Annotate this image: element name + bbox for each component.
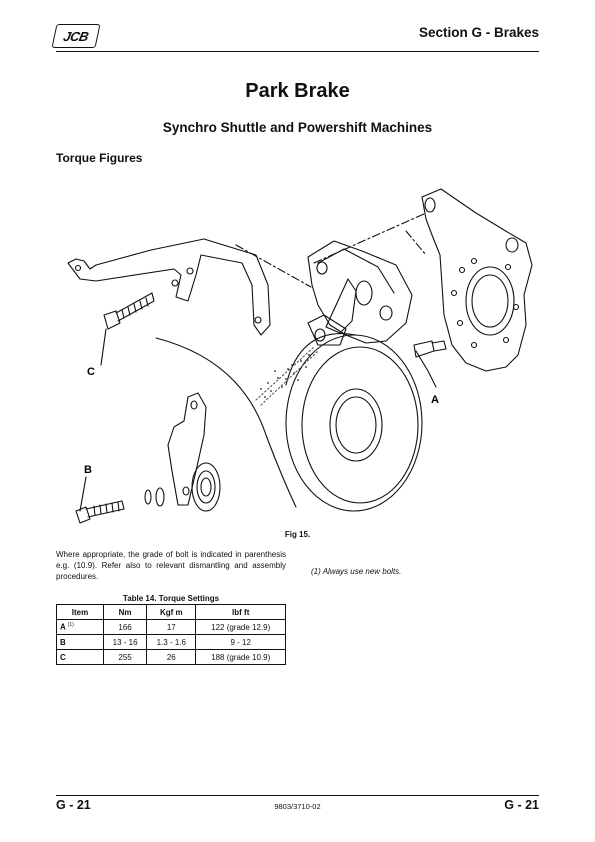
document-number: 9803/3710-02 <box>274 802 321 811</box>
item-label: C <box>60 652 66 662</box>
lbfft-cell: 188 (grade 10.9) <box>195 649 286 665</box>
brake-disc <box>285 333 423 512</box>
bolt-b <box>75 476 125 524</box>
bolt-c <box>100 292 155 366</box>
footnote-ref: (1) <box>67 622 74 629</box>
nm-cell: 255 <box>102 649 148 665</box>
page-number-right: G - 21 <box>504 798 539 812</box>
footer-rule <box>56 795 539 796</box>
row-item-cell: B <box>56 634 104 650</box>
torque-settings-table: Item Nm Kgf m lbf ft A (1) 166 17 122 (g… <box>56 604 286 665</box>
section-heading: Torque Figures <box>56 151 143 165</box>
table-caption: Table 14. Torque Settings <box>122 594 220 603</box>
logo-text: JCB <box>62 28 90 44</box>
bolt-grade-note: Where appropriate, the grade of bolt is … <box>56 550 286 581</box>
table-header-row: Item Nm Kgf m lbf ft <box>56 604 286 620</box>
footnote: (1) Always use new bolts. <box>311 567 402 576</box>
item-label: B <box>60 637 66 647</box>
column-header-kgfm: Kgf m <box>146 604 197 620</box>
section-title: Section G - Brakes <box>418 25 539 40</box>
column-header-item: Item <box>56 604 104 620</box>
row-item-cell: A (1) <box>56 619 104 635</box>
header-rule <box>56 51 539 52</box>
kgfm-cell: 1.3 - 1.6 <box>146 634 197 650</box>
brake-caliper <box>307 240 413 346</box>
upper-bracket <box>67 238 271 336</box>
page-subtitle: Synchro Shuttle and Powershift Machines <box>162 120 433 135</box>
lever-assembly <box>144 392 221 512</box>
nm-cell: 166 <box>102 619 148 635</box>
mounting-plate <box>421 188 533 372</box>
park-brake-diagram: C A B <box>67 188 533 524</box>
figure-caption: Fig 15. <box>284 530 311 539</box>
column-header-lbfft: lbf ft <box>195 604 286 620</box>
housing-arc <box>155 337 297 508</box>
jcb-logo: JCB <box>51 24 101 48</box>
row-item-cell: C <box>56 649 104 665</box>
item-label: A <box>60 622 66 632</box>
lbfft-cell: 122 (grade 12.9) <box>195 619 286 635</box>
table-row: B 13 - 16 1.3 - 1.6 9 - 12 <box>56 634 286 650</box>
nm-cell: 13 - 16 <box>102 634 148 650</box>
table-row: C 255 26 188 (grade 10.9) <box>56 649 286 665</box>
kgfm-cell: 17 <box>146 619 197 635</box>
kgfm-cell: 26 <box>146 649 197 665</box>
table-row: A (1) 166 17 122 (grade 12.9) <box>56 619 286 635</box>
page-number-left: G - 21 <box>56 798 91 812</box>
bolt-a <box>413 340 447 388</box>
lbfft-cell: 9 - 12 <box>195 634 286 650</box>
callout-a: A <box>431 394 439 406</box>
column-header-nm: Nm <box>102 604 148 620</box>
lubricant-spray <box>260 354 310 398</box>
callout-b: B <box>84 464 92 476</box>
page-title: Park Brake <box>245 80 350 102</box>
callout-c: C <box>87 366 95 378</box>
